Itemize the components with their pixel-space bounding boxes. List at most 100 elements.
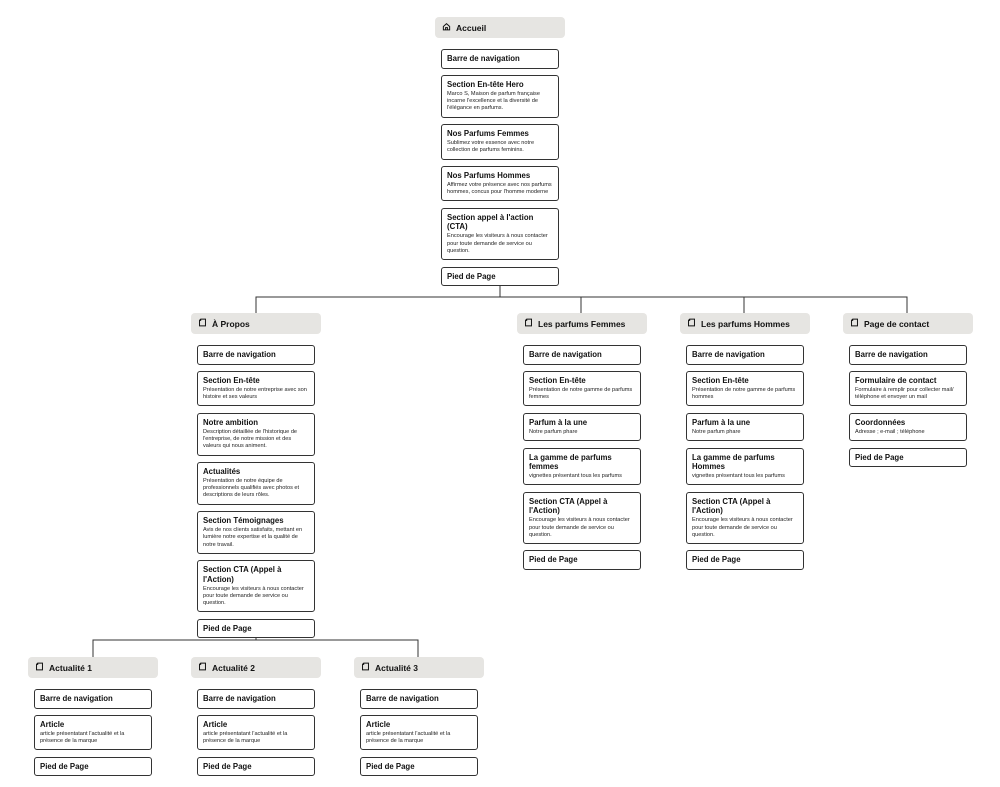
section-card[interactable]: Pied de Page xyxy=(441,266,559,287)
section-list: Barre de navigation Section En-tête Hero… xyxy=(441,49,559,287)
page-a-propos: À Propos Barre de navigation Section En-… xyxy=(191,313,321,639)
section-card[interactable]: Section En-tête Hero Marco S, Maison de … xyxy=(441,75,559,118)
section-description: article présentatant l'actualité et la p… xyxy=(366,731,451,745)
section-card[interactable]: Parfum à la une Notre parfum phare xyxy=(686,412,804,442)
page-header[interactable]: Page de contact xyxy=(843,313,973,334)
page-title: À Propos xyxy=(212,318,250,329)
section-title: La gamme de parfums Hommes xyxy=(692,452,775,472)
section-card[interactable]: Section CTA (Appel à l'Action) Encourage… xyxy=(523,491,641,544)
section-card[interactable]: Section En-tête Présentation de notre ga… xyxy=(523,371,641,407)
section-card[interactable]: Section appel à l'action (CTA) Encourage… xyxy=(441,207,559,261)
page-header[interactable]: Actualité 3 xyxy=(354,657,484,678)
section-description: Présentation de notre gamme de parfums h… xyxy=(692,387,796,401)
section-list: Barre de navigation Section En-tête Prés… xyxy=(197,345,315,639)
section-card[interactable]: Actualités Présentation de notre équipe … xyxy=(197,462,315,505)
section-description: vignettes présentant tous les parfums xyxy=(692,473,785,480)
section-list: Barre de navigation Article article prés… xyxy=(34,689,152,777)
section-card[interactable]: Formulaire de contact Formulaire à rempl… xyxy=(849,371,967,407)
page-icon xyxy=(361,662,375,673)
section-card[interactable]: Pied de Page xyxy=(197,618,315,639)
section-card[interactable]: Pied de Page xyxy=(34,756,152,777)
page-header[interactable]: Les parfums Femmes xyxy=(517,313,647,334)
page-header[interactable]: Accueil xyxy=(435,17,565,38)
section-card[interactable]: Pied de Page xyxy=(360,756,478,777)
section-title: Actualités xyxy=(203,467,241,477)
page-icon xyxy=(198,662,212,673)
section-description: article présentatant l'actualité et la p… xyxy=(40,731,125,745)
section-card[interactable]: Article article présentatant l'actualité… xyxy=(197,715,315,751)
section-card[interactable]: Barre de navigation xyxy=(197,689,315,709)
section-card[interactable]: Pied de Page xyxy=(197,756,315,777)
section-title: La gamme de parfums femmes xyxy=(529,452,612,472)
section-description: Encourage les visiteurs à nous contacter… xyxy=(529,517,630,538)
section-description: Notre parfum phare xyxy=(692,428,741,435)
section-card[interactable]: Parfum à la une Notre parfum phare xyxy=(523,412,641,442)
section-title: Section CTA (Appel à l'Action) xyxy=(203,565,282,584)
section-title: Pied de Page xyxy=(40,761,89,771)
page-title: Les parfums Femmes xyxy=(538,318,626,329)
section-card[interactable]: Article article présentatant l'actualité… xyxy=(360,715,478,751)
page-title: Les parfums Hommes xyxy=(701,318,790,329)
section-card[interactable]: Pied de Page xyxy=(686,550,804,570)
page-icon xyxy=(687,318,701,329)
section-description: Affirmez votre présence avec nos parfums… xyxy=(447,182,552,196)
section-title: Nos Parfums Femmes xyxy=(447,129,529,139)
page-icon xyxy=(35,662,49,673)
section-title: Parfum à la une xyxy=(692,417,751,427)
section-title: Formulaire de contact xyxy=(855,376,937,385)
section-card[interactable]: Section CTA (Appel à l'Action) Encourage… xyxy=(197,560,315,613)
section-card[interactable]: Barre de navigation xyxy=(360,689,478,709)
section-title: Barre de navigation xyxy=(203,350,276,359)
section-card[interactable]: Section CTA (Appel à l'Action) Encourage… xyxy=(686,491,804,544)
section-title: Article xyxy=(40,720,65,729)
section-card[interactable]: La gamme de parfums femmes vignettes pré… xyxy=(523,447,641,486)
section-card[interactable]: Nos Parfums Hommes Affirmez votre présen… xyxy=(441,166,559,202)
section-card[interactable]: Barre de navigation xyxy=(441,49,559,69)
section-title: Article xyxy=(203,720,228,729)
section-card[interactable]: Section Témoignages Avis de nos clients … xyxy=(197,511,315,554)
section-card[interactable]: Nos Parfums Femmes Sublimez votre essenc… xyxy=(441,124,559,160)
page-title: Page de contact xyxy=(864,318,930,329)
section-description: Notre parfum phare xyxy=(529,428,578,435)
section-title: Parfum à la une xyxy=(529,417,588,427)
section-title: Barre de navigation xyxy=(692,350,765,359)
section-description: vignettes présentant tous les parfums xyxy=(529,473,622,480)
section-title: Pied de Page xyxy=(203,761,252,771)
section-card[interactable]: Barre de navigation xyxy=(849,345,967,365)
page-actualite-2: Actualité 2 Barre de navigation Article … xyxy=(191,657,321,777)
section-description: Description détaillée de l'historique de… xyxy=(203,428,298,450)
page-header[interactable]: Actualité 1 xyxy=(28,657,158,678)
section-card[interactable]: Barre de navigation xyxy=(34,689,152,709)
section-card[interactable]: Section En-tête Présentation de notre ga… xyxy=(686,371,804,407)
page-header[interactable]: À Propos xyxy=(191,313,321,334)
section-card[interactable]: Barre de navigation xyxy=(197,345,315,365)
section-description: Marco S, Maison de parfum française inca… xyxy=(447,91,540,112)
section-card[interactable]: Section En-tête Présentation de notre en… xyxy=(197,371,315,407)
section-card[interactable]: Barre de navigation xyxy=(523,345,641,365)
section-description: Sublimez votre essence avec notre collec… xyxy=(447,140,535,154)
section-title: Nos Parfums Hommes xyxy=(447,171,531,181)
section-title: Barre de navigation xyxy=(855,350,928,359)
section-card[interactable]: Notre ambition Description détaillée de … xyxy=(197,412,315,456)
page-accueil: Accueil Barre de navigation Section En-t… xyxy=(435,17,565,287)
section-description: Encourage les visiteurs à nous contacter… xyxy=(203,585,304,607)
section-card[interactable]: La gamme de parfums Hommes vignettes pré… xyxy=(686,447,804,486)
page-header[interactable]: Actualité 2 xyxy=(191,657,321,678)
page-actualite-3: Actualité 3 Barre de navigation Article … xyxy=(354,657,484,777)
section-description: Encourage les visiteurs à nous contacter… xyxy=(447,233,548,254)
section-card[interactable]: Coordonnées Adresse ; e-mail ; téléphone xyxy=(849,412,967,442)
section-title: Section Témoignages xyxy=(203,516,284,526)
section-description: Adresse ; e-mail ; téléphone xyxy=(855,428,925,435)
page-actualite-1: Actualité 1 Barre de navigation Article … xyxy=(28,657,158,777)
page-title: Actualité 1 xyxy=(49,662,92,673)
section-title: Section En-tête xyxy=(203,376,260,385)
home-icon xyxy=(442,22,456,33)
page-header[interactable]: Les parfums Hommes xyxy=(680,313,810,334)
section-description: Présentation de notre équipe de professi… xyxy=(203,478,300,499)
section-card[interactable]: Barre de navigation xyxy=(686,345,804,365)
section-card[interactable]: Pied de Page xyxy=(523,550,641,570)
section-card[interactable]: Article article présentatant l'actualité… xyxy=(34,715,152,751)
page-icon xyxy=(524,318,538,329)
page-icon xyxy=(850,318,864,329)
section-card[interactable]: Pied de Page xyxy=(849,447,967,468)
